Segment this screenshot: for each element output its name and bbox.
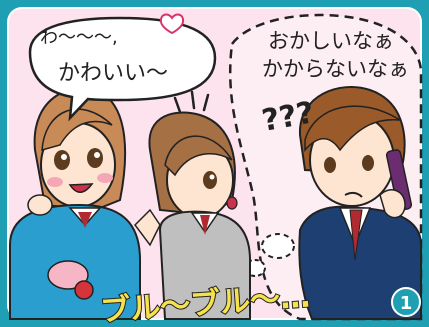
speech-bubble xyxy=(28,16,217,122)
panel-number-badge xyxy=(391,287,421,317)
speech-exclaim: わ〜〜〜, xyxy=(40,27,118,48)
girl-middle-figure xyxy=(134,111,251,320)
girl-left-figure xyxy=(9,87,141,320)
thought-line-1: おかしいなぁ xyxy=(268,29,394,53)
pig-print xyxy=(47,260,89,290)
surprise-lines xyxy=(173,90,210,114)
speech-cute: かわいい〜 xyxy=(58,61,168,86)
thought-line-2: かからないなぁ xyxy=(262,57,409,81)
panel-number: 1 xyxy=(400,293,413,314)
boy-figure xyxy=(298,86,422,320)
heart-icon xyxy=(159,13,185,35)
thought-bubble-large xyxy=(261,233,295,259)
